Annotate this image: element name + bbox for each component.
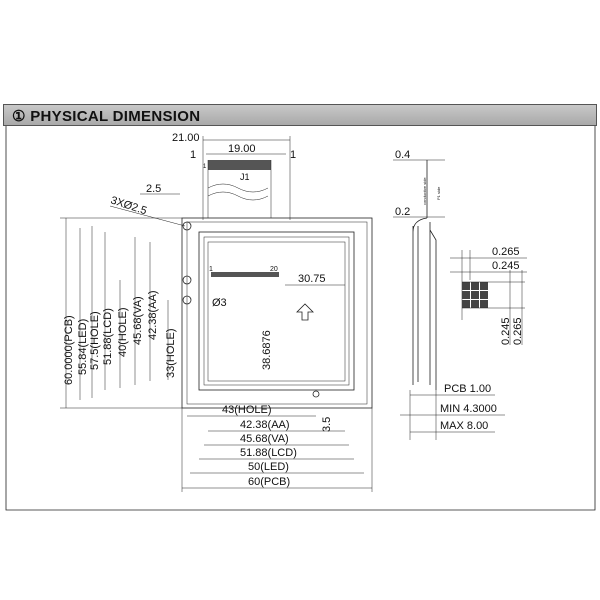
pixel-detail: 0.265 0.245 0.245 0.265 [450,246,527,345]
dim-va-w: 45.68(VA) [240,433,289,445]
frame [5,126,596,511]
dim-hole-w: 43(HOLE) [222,404,272,416]
note-p1: P1 side [436,186,441,200]
dim-pixel-w1: 0.265 [492,246,520,258]
dim-0-4: 0.4 [395,149,410,161]
dim-led-w: 50(LED) [248,461,289,473]
pin1-label: 1 [203,164,207,170]
section-title: ① PHYSICAL DIMENSION [12,108,201,125]
dim-3-5: 3.5 [321,417,333,432]
dim-pixel-h1: 0.245 [500,317,512,345]
dim-min: MIN 4.3000 [440,403,497,415]
dim-pcb-h: 60.0000(PCB) [63,315,75,385]
pin-start: 1 [209,266,213,273]
dim-led-h: 55.84(LED) [77,319,89,375]
dim-1b: 1 [290,149,296,161]
dim-aa-w: 42.38(AA) [240,419,290,431]
up-arrow-icon [296,303,314,321]
lcd-module-outline [181,217,373,409]
dim-hole-h2: 40(HOLE) [117,307,129,357]
dim-30-75: 30.75 [298,273,326,285]
dim-lcd-h: 51.88(LCD) [102,308,114,365]
dim-lcd-w: 51.88(LCD) [240,447,297,459]
dim-pixel-h2: 0.265 [512,317,524,345]
bottom-dimensions: 43(HOLE) 42.38(AA) 45.68(VA) 51.88(LCD) … [181,404,373,492]
pin-end: 20 [270,266,278,273]
dim-21: 21.00 [172,132,200,144]
fpc-connector: 21.00 19.00 1 1 1 J1 [172,132,296,220]
dim-hole-h3: 33(HOLE) [165,328,177,378]
dim-max: MAX 8.00 [440,420,488,432]
dim-1a: 1 [190,149,196,161]
dim-0-2: 0.2 [395,206,410,218]
dim-38-6876: 38.6876 [261,330,273,370]
dim-19: 19.00 [228,143,256,155]
dim-hole-h1: 57.5(HOLE) [89,311,101,370]
dim-pixel-w2: 0.245 [492,260,520,272]
dim-va-h: 45.68(VA) [132,296,144,345]
dim-pcb-w: 60(PCB) [248,476,290,488]
connector-label: J1 [240,172,250,182]
hole-dia: Ø3 [212,297,227,309]
left-dimensions: 60.0000(PCB) 55.84(LED) 57.5(HOLE) 51.88… [60,217,182,409]
side-view: 0.4 0.2 conductive side P1 side PCB 1.00… [393,149,505,440]
dim-pcb-thick: PCB 1.00 [444,383,491,395]
dim-aa-h: 42.38(AA) [147,290,159,340]
dim-2-5: 2.5 [146,183,161,195]
holes-label: 3XØ2.5 [109,194,148,217]
note-conductive: conductive side [422,177,427,205]
section-header: ① PHYSICAL DIMENSION [3,104,597,126]
